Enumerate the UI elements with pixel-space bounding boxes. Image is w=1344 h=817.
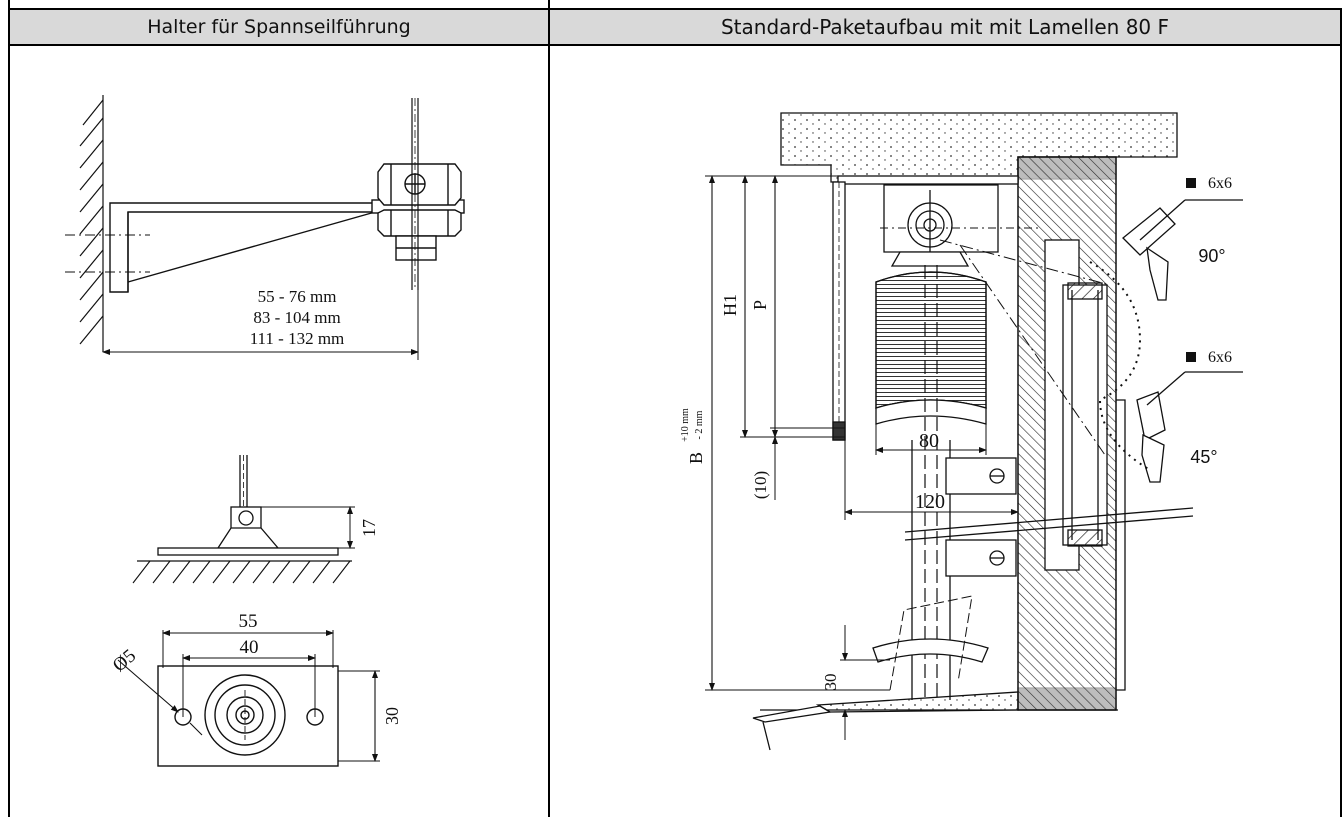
dim-10: (10) bbox=[751, 471, 770, 499]
package-section-drawing bbox=[705, 112, 1243, 751]
column-divider bbox=[548, 8, 550, 817]
bracket-length-1: 55 - 76 mm bbox=[258, 287, 337, 306]
base-plate-top-view bbox=[117, 630, 380, 767]
left-panel-title: Halter für Spannseilführung bbox=[10, 10, 548, 46]
dim-80: 80 bbox=[919, 430, 939, 452]
slat-package bbox=[875, 271, 987, 425]
section-bottom-label: 6x6 bbox=[1208, 349, 1232, 366]
square-section-marker bbox=[1186, 352, 1196, 362]
angle-top-label: 90° bbox=[1198, 246, 1225, 266]
dim-h1: H1 bbox=[720, 294, 740, 316]
table-edge-stub bbox=[8, 0, 10, 8]
dim-b-tol-upper: +10 mm bbox=[680, 408, 691, 442]
bracket-side-view bbox=[65, 95, 465, 360]
right-panel-title: Standard-Paketaufbau mit mit Lamellen 80… bbox=[550, 10, 1340, 46]
dim-b: B bbox=[686, 452, 706, 464]
bracket-length-3: 111 - 132 mm bbox=[250, 329, 345, 348]
table-edge-stub bbox=[548, 0, 550, 8]
section-top-label: 6x6 bbox=[1208, 175, 1232, 192]
bracket-length-2: 83 - 104 mm bbox=[253, 308, 340, 327]
table-frame bbox=[8, 8, 1342, 817]
dim-30: 30 bbox=[821, 674, 840, 691]
dim-b-tol-lower: - 2 mm bbox=[694, 410, 705, 439]
foot-height-dim: 17 bbox=[359, 519, 379, 537]
plate-width-dim: 55 bbox=[239, 611, 258, 632]
square-section-marker bbox=[1186, 178, 1196, 188]
cable-foot-view bbox=[132, 455, 355, 584]
dim-p: P bbox=[750, 300, 770, 310]
hole-diameter-dim: Ø5 bbox=[109, 645, 140, 676]
wall-hatch bbox=[79, 95, 104, 352]
plate-depth-dim: 30 bbox=[382, 707, 402, 725]
dim-120: 120 bbox=[915, 491, 945, 513]
angle-bottom-label: 45° bbox=[1190, 447, 1217, 467]
hole-spacing-dim: 40 bbox=[240, 637, 259, 658]
